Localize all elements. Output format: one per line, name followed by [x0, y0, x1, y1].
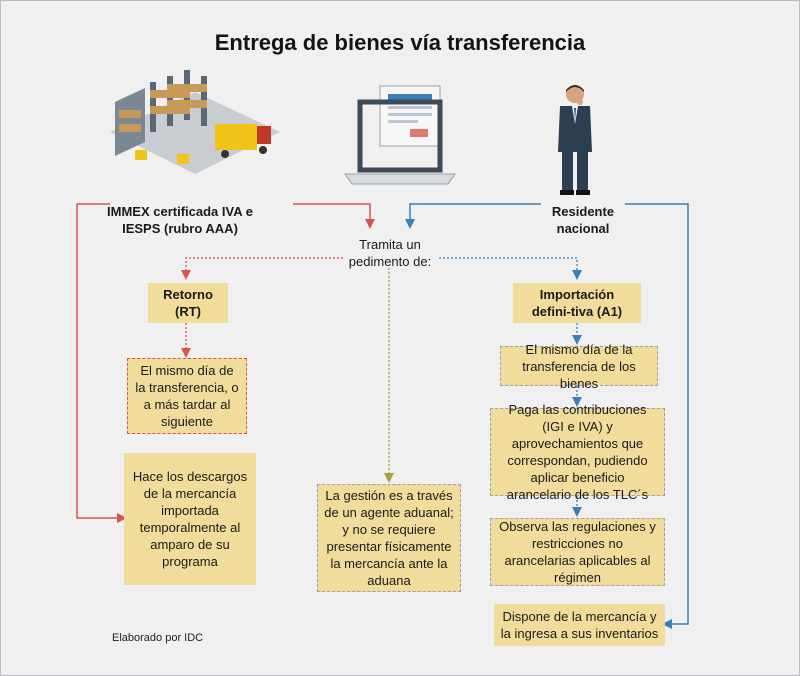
- node-dispone: Dispone de la mercancía y la ingresa a s…: [494, 604, 665, 646]
- node-tramita: Tramita un pedimento de:: [348, 237, 432, 269]
- arrow-immex-to-tramita: [293, 203, 375, 229]
- businessman-illustration: [558, 85, 592, 195]
- node-observa: Observa las regulaciones y restricciones…: [490, 518, 665, 586]
- node-hace-descargos: Hace los descargos de la mercancía impor…: [124, 453, 256, 585]
- credit-footer: Elaborado por IDC: [112, 632, 204, 644]
- arrow-immex-to-descargos: [76, 203, 127, 523]
- node-retorno: Retorno (RT): [148, 283, 228, 323]
- node-paga: Paga las contribuciones (IGI e IVA) y ap…: [490, 402, 665, 502]
- arrow-residente-to-tramita: [405, 203, 541, 229]
- node-gestion: La gestión es a través de un agente adua…: [317, 484, 461, 592]
- node-importacion: Importación defini-tiva (A1): [513, 283, 641, 323]
- arrow-residente-to-dispone: [625, 203, 689, 629]
- laptop-illustration: [344, 85, 456, 185]
- node-residente: Residente nacional: [551, 204, 615, 236]
- arrow-tramita-to-importacion: [439, 257, 582, 280]
- arrow-tramita-to-retorno: [181, 257, 343, 280]
- node-mismo-dia-rt: El mismo día de la transferencia, o a má…: [127, 358, 247, 434]
- node-mismo-dia-a1: El mismo día de la transferencia de los …: [500, 342, 658, 391]
- page-title: Entrega de bienes vía transferencia: [214, 30, 586, 55]
- warehouse-illustration: [110, 70, 280, 174]
- node-immex: IMMEX certificada IVA e IESPS (rubro AAA…: [107, 204, 253, 236]
